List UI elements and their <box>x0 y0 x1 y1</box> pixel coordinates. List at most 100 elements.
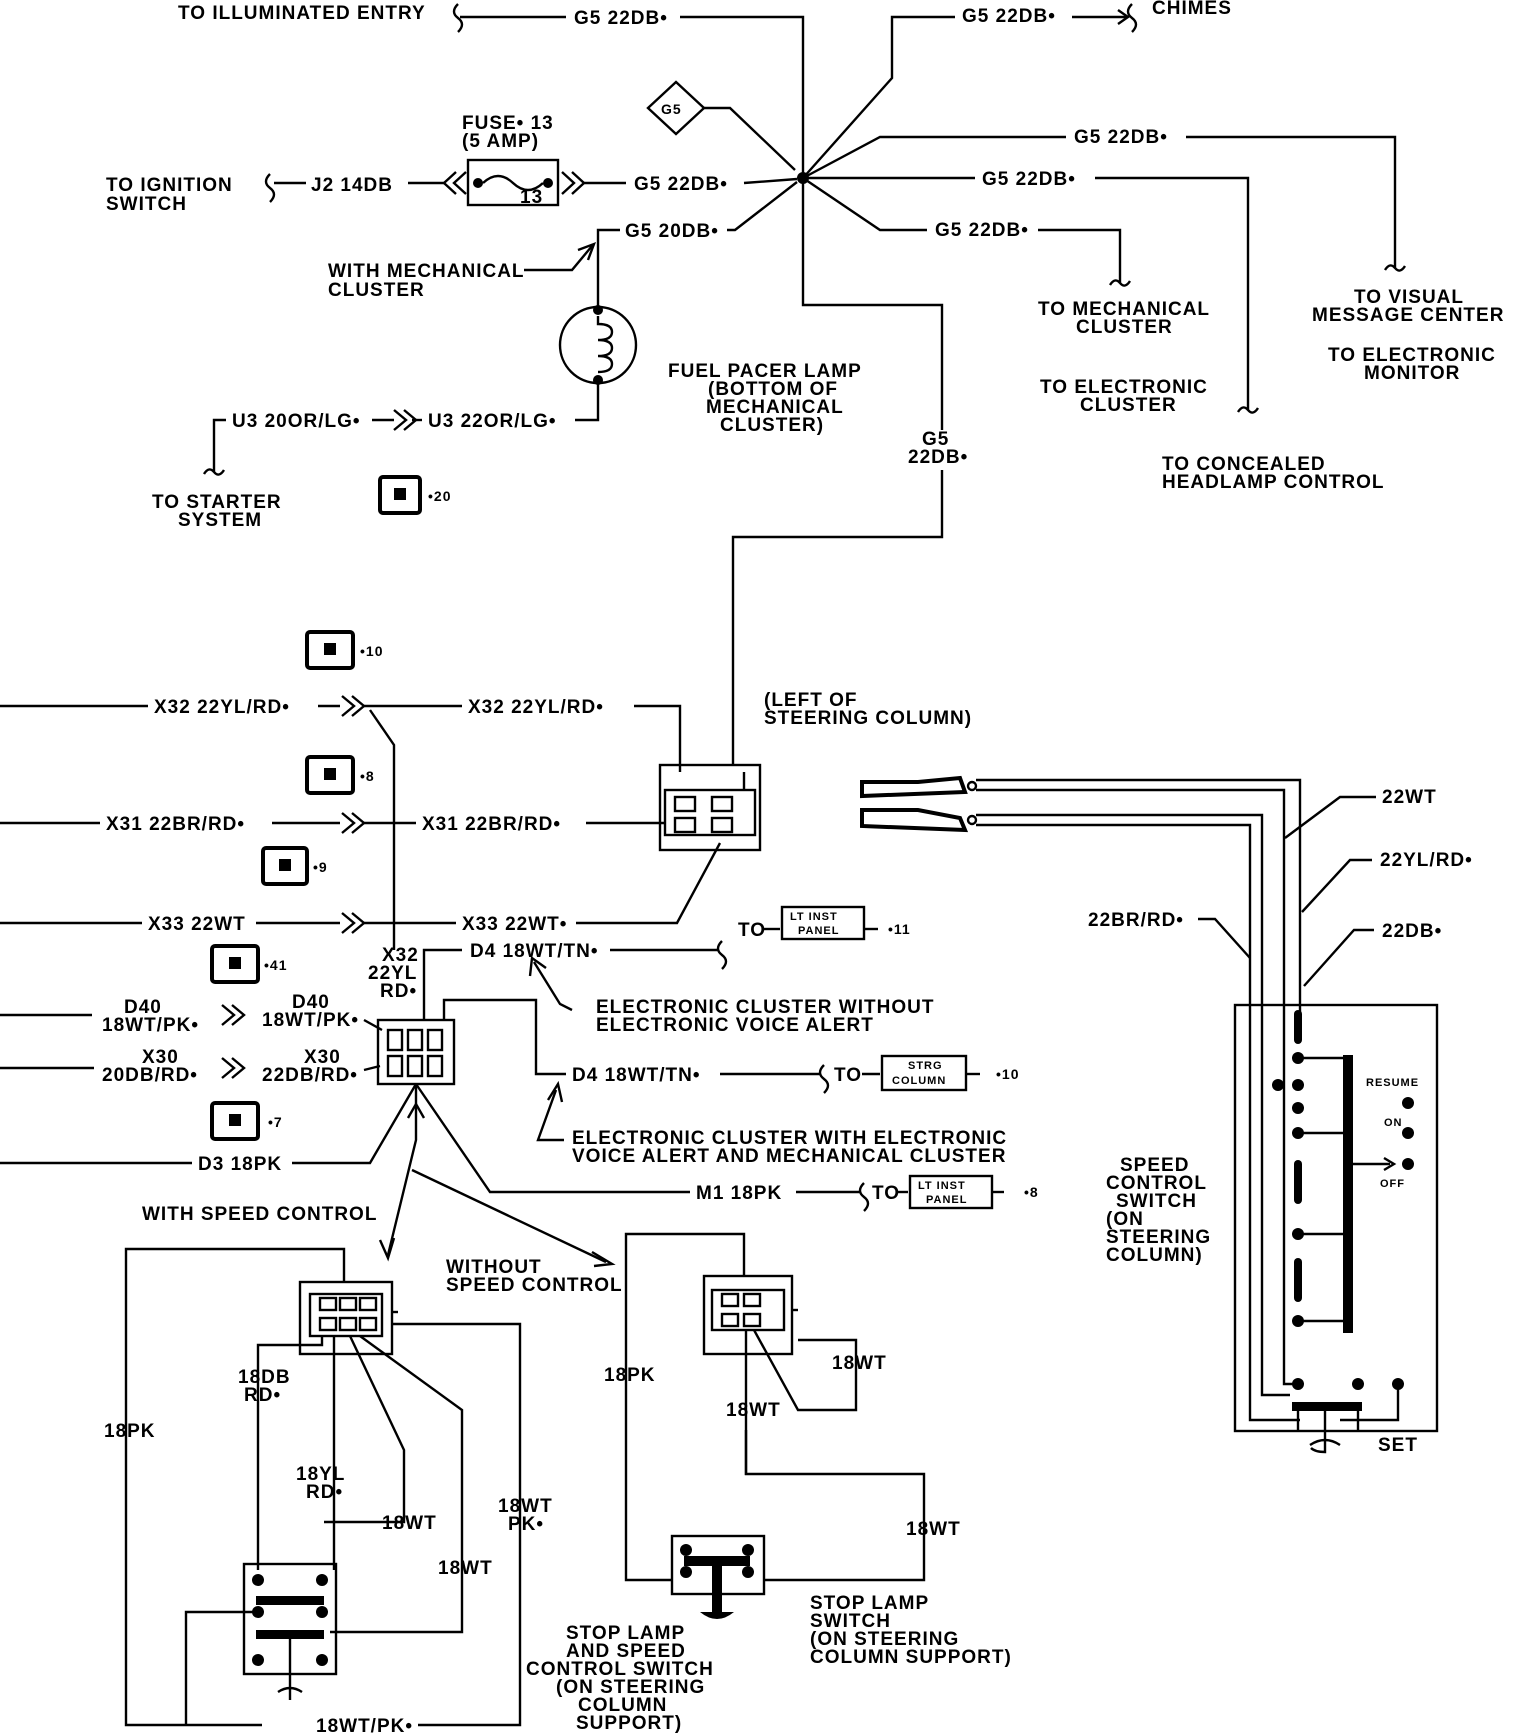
label-emon-2: MONITOR <box>1364 363 1460 384</box>
speed-control-switch-section: 22WT 22YL/RD• 22BR/RD• 22DB• RESUME <box>860 775 1472 1456</box>
label-scs-1: SPEED <box>1120 1155 1189 1176</box>
svg-text:PANEL: PANEL <box>926 1194 967 1206</box>
label-to-elec-cluster-2: CLUSTER <box>1080 395 1177 416</box>
label-d4-top: D4 18WT/TN• <box>470 941 599 962</box>
label-to-mech-cluster-2: CLUSTER <box>1076 317 1173 338</box>
label-fuel-pacer-1: FUEL PACER LAMP <box>668 361 862 382</box>
label-with-mech-1: WITH MECHANICAL <box>328 261 525 282</box>
label-with-mech-2: CLUSTER <box>328 280 425 301</box>
label-g5-22db-top-left: G5 22DB• <box>574 8 668 29</box>
label-slsc-5: COLUMN <box>578 1695 667 1716</box>
connector-20-icon: •20 <box>378 475 451 515</box>
label-x32-left: X32 22YL/RD• <box>154 697 290 718</box>
connector-8-icon: •8 <box>305 755 375 795</box>
label-18dbrd-2: RD• <box>244 1385 281 1406</box>
label-18wtpk-1: 18WT <box>498 1496 553 1517</box>
hub-connector <box>376 1018 456 1086</box>
label-sl-4: COLUMN SUPPORT) <box>810 1647 1012 1668</box>
label-c8b: •8 <box>1024 1184 1039 1200</box>
label-x32-vertical-2: 22YL <box>368 963 417 984</box>
label-scs-4: (ON <box>1106 1209 1144 1230</box>
label-d40-left-2: 18WT/PK• <box>102 1015 199 1036</box>
svg-text:LT INST: LT INST <box>918 1180 966 1192</box>
wire-break-symbol <box>452 3 464 33</box>
label-to-m1: TO <box>872 1183 900 1204</box>
label-x31-left: X31 22BR/RD• <box>106 814 245 835</box>
label-c11: •11 <box>888 921 911 937</box>
label-starter-1: TO STARTER <box>152 492 282 513</box>
label-fuel-pacer-2: (BOTTOM OF <box>708 379 838 400</box>
speed-control-plug <box>860 775 978 833</box>
svg-text:•8: •8 <box>360 768 375 784</box>
label-g5-22db-top-right: G5 22DB• <box>962 6 1056 27</box>
strg-column-box: STRG COLUMN <box>880 1054 968 1092</box>
stop-lamp-and-speed-control-switch <box>242 1562 338 1700</box>
label-fuel-pacer-3: MECHANICAL <box>706 397 844 418</box>
label-18pk-left: 18PK <box>104 1421 156 1442</box>
label-with-speed-control: WITH SPEED CONTROL <box>142 1204 377 1225</box>
label-d40-right-2: 18WT/PK• <box>262 1010 359 1031</box>
label-chc-2: HEADLAMP CONTROL <box>1162 472 1385 493</box>
label-sl-3: (ON STEERING <box>810 1629 959 1650</box>
wosc-connector <box>702 1274 798 1356</box>
label-fuse-2: (5 AMP) <box>462 131 539 152</box>
svg-text:COLUMN: COLUMN <box>892 1075 946 1087</box>
label-slsc-2: AND SPEED <box>566 1641 686 1662</box>
label-18pk-mid: 18PK <box>604 1365 656 1386</box>
connector-9-icon: •9 <box>261 846 328 886</box>
svg-text:•9: •9 <box>313 859 328 875</box>
label-fuse-number: 13 <box>520 187 543 208</box>
label-slsc-1: STOP LAMP <box>566 1623 685 1644</box>
label-off: OFF <box>1380 1178 1405 1190</box>
svg-text:•20: •20 <box>428 488 451 504</box>
label-slsc-4: (ON STEERING <box>556 1677 705 1698</box>
label-illuminated-entry: TO ILLUMINATED ENTRY <box>178 3 426 24</box>
connector-icons: •20 •10 •8 •9 •41 •7 <box>210 475 451 1141</box>
connector-7-icon: •7 <box>210 1101 282 1141</box>
label-fuel-pacer-4: CLUSTER) <box>720 415 824 436</box>
chimes-arrow <box>1117 9 1131 25</box>
label-d40-left-1: D40 <box>124 997 162 1018</box>
label-emon-1: TO ELECTRONIC <box>1328 345 1496 366</box>
label-g5-20db: G5 20DB• <box>625 221 719 242</box>
label-x30-right-2: 22DB/RD• <box>262 1065 358 1086</box>
label-sl-2: SWITCH <box>810 1611 891 1632</box>
lt-inst-panel-box-2: LT INST PANEL <box>908 1174 994 1210</box>
without-speed-control-section: 18PK 18WT 18WT 18WT STOP LAMP SWITCH (ON… <box>604 1232 1012 1668</box>
label-d4-bottom: D4 18WT/TN• <box>572 1065 701 1086</box>
stop-lamp-switch <box>670 1534 766 1619</box>
switch-contacts <box>1272 1010 1343 1327</box>
label-ec-with-2: VOICE ALERT AND MECHANICAL CLUSTER <box>572 1146 1006 1167</box>
label-d40-right-1: D40 <box>292 992 330 1013</box>
label-g5-vertical-2: 22DB• <box>908 447 968 468</box>
label-set: SET <box>1378 1435 1418 1456</box>
connector-41-icon: •41 <box>210 944 287 984</box>
label-without-speed-control-1: WITHOUT <box>446 1257 542 1278</box>
label-18wtpk-bottom: 18WT/PK• <box>316 1716 413 1734</box>
label-x30-right-1: X30 <box>304 1047 341 1068</box>
with-speed-control-section: 18PK 18DB RD• 18YL RD• 18WT 18WT 18WT PK… <box>104 1247 713 1734</box>
label-x30-left-1: X30 <box>142 1047 179 1068</box>
label-to-elec-cluster-1: TO ELECTRONIC <box>1040 377 1208 398</box>
label-18dbrd-1: 18DB <box>238 1367 291 1388</box>
speed-control-switch-body <box>1233 1003 1439 1433</box>
label-18wt-d: 18WT <box>726 1400 781 1421</box>
label-g5-diamond: G5 <box>661 101 682 117</box>
cluster-connector-section: X32 22YL/RD• X32 22YL/RD• X31 22BR/RD• X… <box>0 690 1039 1296</box>
label-slsc-6: SUPPORT) <box>576 1713 682 1734</box>
label-ec-with-1: ELECTRONIC CLUSTER WITH ELECTRONIC <box>572 1128 1007 1149</box>
label-scs-2: CONTROL <box>1106 1173 1207 1194</box>
label-j2-14db: J2 14DB <box>311 175 393 196</box>
label-to-mech-cluster-1: TO MECHANICAL <box>1038 299 1210 320</box>
svg-text:•41: •41 <box>264 957 287 973</box>
fuse-13 <box>466 158 560 207</box>
label-x32-vertical-1: X32 <box>382 945 419 966</box>
label-d3: D3 18PK <box>198 1154 282 1175</box>
label-18wt-b: 18WT <box>438 1558 493 1579</box>
label-ignition-2: SWITCH <box>106 194 187 215</box>
label-chimes: CHIMES <box>1152 0 1232 19</box>
label-x33-right: X33 22WT• <box>462 914 567 935</box>
label-to-lt-inst-1: TO <box>738 920 766 941</box>
g5-diamond <box>646 80 706 136</box>
label-scs-5: STEERING <box>1106 1227 1211 1248</box>
